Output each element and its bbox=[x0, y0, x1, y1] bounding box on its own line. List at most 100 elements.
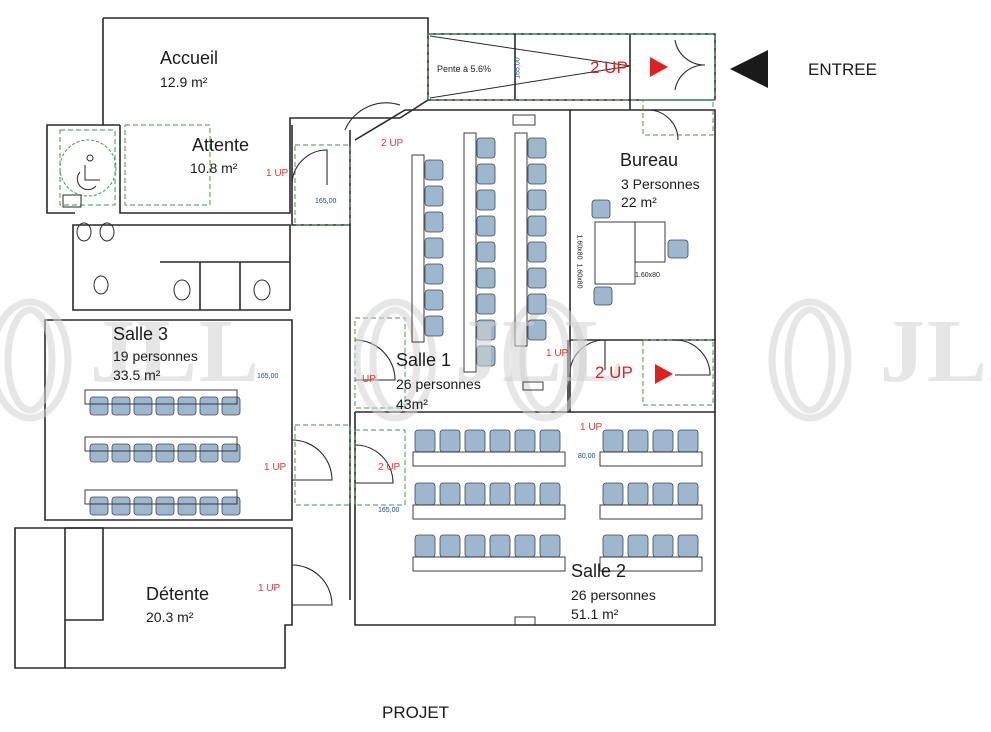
bureau-up-arrow-icon bbox=[655, 364, 673, 384]
salle1-chair bbox=[476, 215, 496, 237]
salle1-chair bbox=[527, 241, 547, 263]
accessible-wc-icon bbox=[59, 139, 117, 208]
salle2-table bbox=[599, 504, 703, 520]
entry-label: ENTREE bbox=[808, 60, 877, 79]
ramp bbox=[429, 35, 631, 99]
detente-1up-marker: 1 UP bbox=[258, 583, 281, 594]
bureau-desk bbox=[594, 221, 636, 285]
salle3-chair bbox=[177, 396, 197, 416]
salle2-table bbox=[412, 451, 566, 467]
salle1-chair bbox=[527, 267, 547, 289]
detente-name: Détente bbox=[146, 584, 210, 604]
salle2-chair bbox=[514, 534, 536, 558]
salle3-chair bbox=[133, 396, 153, 416]
salle1-chair bbox=[424, 185, 444, 207]
entrance-arrow-icon bbox=[730, 50, 768, 88]
salle2-chair bbox=[489, 429, 511, 453]
salle3-chair bbox=[221, 396, 241, 416]
salle1-up-marker: UP bbox=[362, 374, 376, 385]
salle1-chair bbox=[527, 215, 547, 237]
salle2-chair bbox=[464, 534, 486, 558]
bureau-area: 22 m² bbox=[621, 194, 657, 210]
salle2-table bbox=[412, 504, 566, 520]
salle2-chair bbox=[414, 429, 436, 453]
salle1-chair bbox=[476, 267, 496, 289]
salle1-chair bbox=[527, 163, 547, 185]
salle3-chair bbox=[177, 443, 197, 463]
detente-area: 20.3 m² bbox=[146, 609, 194, 625]
dimension-3: 165,00 bbox=[378, 507, 400, 514]
salle1-chair bbox=[476, 189, 496, 211]
salle2-chair bbox=[439, 482, 461, 506]
attente-name: Attente bbox=[192, 135, 250, 155]
salle2-chair bbox=[439, 534, 461, 558]
corridor-2up-marker: 2 UP bbox=[381, 138, 404, 149]
accueil-area: 12.9 m² bbox=[160, 74, 208, 90]
salle1-chair bbox=[476, 293, 496, 315]
bureau-chair bbox=[593, 286, 613, 306]
salle3-chair bbox=[155, 496, 175, 516]
salle2-chair bbox=[539, 429, 561, 453]
salle3-capacity: 19 personnes bbox=[113, 348, 198, 364]
salle2-chair bbox=[677, 429, 699, 453]
salle3-chair bbox=[111, 443, 131, 463]
salle1-chair bbox=[527, 319, 547, 341]
salle2-chair bbox=[652, 482, 674, 506]
salle2-1up-marker: 1 UP bbox=[580, 422, 603, 433]
salle2-chair bbox=[539, 534, 561, 558]
salle3-area: 33.5 m² bbox=[113, 367, 161, 383]
watermark-text-3: JLL bbox=[880, 302, 991, 401]
salle1-table bbox=[411, 154, 425, 343]
salle2-chair bbox=[414, 534, 436, 558]
salle1-chair bbox=[476, 137, 496, 159]
bureau-name: Bureau bbox=[620, 150, 679, 170]
chairs bbox=[89, 137, 699, 558]
salle1-chair bbox=[424, 237, 444, 259]
salle2-chair bbox=[627, 429, 649, 453]
salle2-table bbox=[599, 556, 703, 572]
salle1-chair bbox=[476, 163, 496, 185]
salle3-chair bbox=[221, 443, 241, 463]
salle3-table bbox=[84, 489, 238, 505]
walls bbox=[14, 17, 716, 669]
dimension-2: 165,00 bbox=[257, 373, 279, 380]
bureau-chair bbox=[667, 239, 689, 259]
salle2-chair bbox=[489, 482, 511, 506]
bureau-2up-marker: 2 UP bbox=[595, 363, 633, 382]
salle2-chair bbox=[677, 534, 699, 558]
attente-1up-marker: 1 UP bbox=[266, 168, 289, 179]
salle3-chair bbox=[111, 396, 131, 416]
bureau-desk bbox=[634, 221, 666, 263]
salle3-table bbox=[84, 436, 238, 452]
watermark-logo bbox=[0, 298, 852, 422]
salle2-chair bbox=[514, 482, 536, 506]
salle2-chair bbox=[652, 534, 674, 558]
salle2-name: Salle 2 bbox=[571, 561, 627, 581]
bureau-chair bbox=[591, 199, 611, 219]
salle2-chair bbox=[627, 534, 649, 558]
desk-size-b: 1.60x80 bbox=[575, 263, 583, 289]
salle2-capacity: 26 personnes bbox=[571, 587, 656, 603]
accueil-name: Accueil bbox=[160, 48, 219, 68]
salle1-capacity: 26 personnes bbox=[396, 376, 481, 392]
salle2-chair bbox=[489, 534, 511, 558]
salle1-chair bbox=[476, 241, 496, 263]
salle2-chair bbox=[602, 534, 624, 558]
salle3-chair bbox=[177, 496, 197, 516]
salle2-chair bbox=[414, 482, 436, 506]
salle3-name: Salle 3 bbox=[113, 324, 169, 344]
salle2-chair bbox=[652, 429, 674, 453]
salle1-table bbox=[463, 132, 477, 373]
salle3-chair bbox=[199, 496, 219, 516]
salle1-chair bbox=[424, 159, 444, 181]
salle1-chair bbox=[476, 319, 496, 341]
salle2-chair bbox=[439, 429, 461, 453]
salle2-chair bbox=[464, 429, 486, 453]
dimension-1: 165,00 bbox=[315, 198, 337, 205]
salle3-chair bbox=[89, 496, 109, 516]
desk-size-a: 1.60x80 bbox=[575, 234, 583, 260]
salle1-table bbox=[514, 132, 528, 347]
salle1-screen bbox=[512, 114, 536, 126]
salle1-name: Salle 1 bbox=[396, 350, 452, 370]
